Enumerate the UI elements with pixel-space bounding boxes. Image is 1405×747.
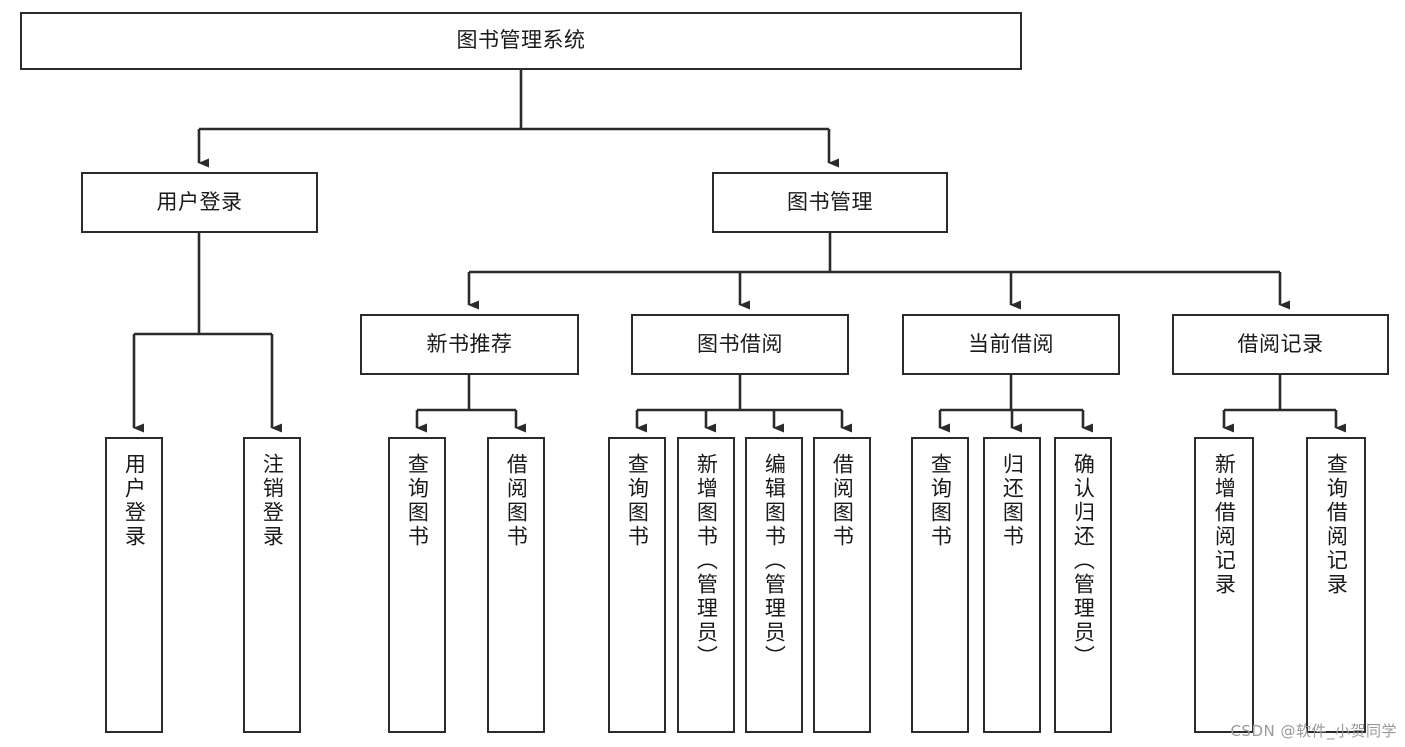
node-leaf-query-record[interactable]: 查询借阅记录 [1306, 437, 1366, 733]
node-leaf-query-book-bb-label: 查询图书 [625, 453, 650, 549]
node-leaf-add-book[interactable]: 新增图书（管理员） [677, 437, 735, 733]
node-current-borrow-label: 当前借阅 [968, 331, 1054, 356]
node-borrow-record-label: 借阅记录 [1237, 331, 1324, 356]
node-leaf-return-book[interactable]: 归还图书 [983, 437, 1041, 733]
node-leaf-borrow-book-bb[interactable]: 借阅图书 [813, 437, 871, 733]
node-root-label: 图书管理系统 [456, 28, 586, 53]
node-book-borrow-label: 图书借阅 [697, 331, 783, 356]
node-leaf-user-login[interactable]: 用户登录 [105, 437, 163, 733]
node-leaf-logout[interactable]: 注销登录 [243, 437, 301, 733]
node-current-borrow[interactable]: 当前借阅 [902, 314, 1120, 375]
node-leaf-confirm-return-label: 确认归还（管理员） [1071, 453, 1096, 669]
node-leaf-logout-label: 注销登录 [260, 453, 285, 549]
node-leaf-query-book-cb-label: 查询图书 [928, 453, 953, 549]
node-user-login-label: 用户登录 [156, 189, 243, 214]
node-leaf-edit-book-label: 编辑图书（管理员） [762, 453, 787, 669]
node-leaf-query-book-bb[interactable]: 查询图书 [608, 437, 666, 733]
node-leaf-add-record-label: 新增借阅记录 [1212, 453, 1237, 597]
node-book-manage-label: 图书管理 [787, 189, 873, 214]
node-book-borrow[interactable]: 图书借阅 [631, 314, 849, 375]
node-new-book-rec[interactable]: 新书推荐 [360, 314, 579, 375]
node-leaf-confirm-return[interactable]: 确认归还（管理员） [1054, 437, 1112, 733]
node-leaf-query-record-label: 查询借阅记录 [1324, 453, 1349, 597]
node-leaf-edit-book[interactable]: 编辑图书（管理员） [745, 437, 803, 733]
node-leaf-borrow-book-rec[interactable]: 借阅图书 [487, 437, 545, 733]
node-leaf-borrow-book-bb-label: 借阅图书 [830, 453, 855, 549]
node-new-book-rec-label: 新书推荐 [426, 331, 513, 356]
node-leaf-query-book-cb[interactable]: 查询图书 [911, 437, 969, 733]
node-leaf-add-record[interactable]: 新增借阅记录 [1194, 437, 1254, 733]
watermark-text: CSDN @软件_小贺同学 [1230, 722, 1397, 740]
node-leaf-user-login-label: 用户登录 [122, 453, 147, 549]
node-leaf-query-book-rec-label: 查询图书 [405, 453, 430, 549]
node-leaf-borrow-book-rec-label: 借阅图书 [504, 453, 529, 549]
node-borrow-record[interactable]: 借阅记录 [1172, 314, 1389, 375]
node-leaf-query-book-rec[interactable]: 查询图书 [388, 437, 446, 733]
node-leaf-return-book-label: 归还图书 [1000, 453, 1025, 549]
node-user-login[interactable]: 用户登录 [81, 172, 318, 233]
node-root[interactable]: 图书管理系统 [20, 12, 1022, 70]
node-book-manage[interactable]: 图书管理 [712, 172, 948, 233]
node-leaf-add-book-label: 新增图书（管理员） [694, 453, 719, 669]
